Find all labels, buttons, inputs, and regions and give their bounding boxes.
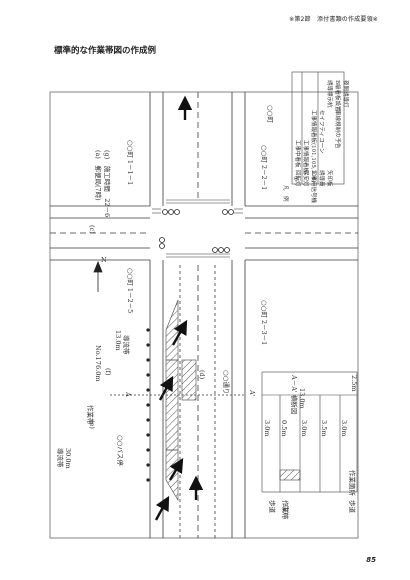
label-sign-no: No.17 (94, 345, 102, 365)
legend-row: 工事用信号機 (310, 170, 318, 204)
label-bldg-a: (a) 郵便局(7時) (94, 150, 103, 201)
traffic-signals (159, 209, 234, 253)
page-number: 85 (366, 556, 376, 564)
north-arrow (93, 260, 103, 292)
legend-right: 誘導標示杭 (326, 80, 334, 108)
label-north: N (101, 256, 107, 264)
cross-work: 作業帯 (281, 500, 290, 520)
main-road (149, 92, 246, 538)
label-guide-zone: 導流帯 (56, 448, 65, 468)
legend-row: セイフティコーン (318, 110, 325, 154)
cross-dim-3: 3.5m (320, 420, 328, 437)
guide-zone (165, 299, 179, 361)
legend-row: 車線規制の予告 (334, 110, 342, 149)
traffic-arrows (154, 95, 204, 521)
label-cho-top: ○○町 (266, 105, 274, 123)
label-fig-e: (e) (88, 420, 96, 429)
cone-line (146, 328, 150, 482)
legend-row: 工事情報看板 (302, 140, 310, 174)
legend-row: 工事中看板 (294, 140, 302, 168)
legend-right: 夜間誘導灯 (342, 80, 350, 108)
cross-section (261, 371, 358, 493)
label-chome-d: ○○町 2－3－1 (260, 300, 268, 345)
label-dim-13: 13.0m (114, 330, 122, 351)
legend-text: 凡 例 ① 工事中看板 工事情報看板 工事情報看板(101,105,106) 回… (282, 80, 350, 204)
legend-right: B級看板設置 (334, 80, 342, 112)
label-work-zone: 作業帯 (86, 405, 95, 425)
work-zone-hatch (165, 359, 179, 451)
label-bldg-sub: (g) 施工時間 22－6 (103, 150, 112, 217)
work-zone-hatch-2 (181, 359, 197, 401)
legend-row: 工事情報看板(101,105,106) (310, 110, 318, 182)
cross-note: 作業箇所 (348, 470, 357, 497)
cross-road (50, 205, 358, 261)
cross-dim-1: 0.5m (280, 420, 288, 437)
cross-dim-5: 2.5m (350, 375, 358, 392)
label-dim-30: 30.0m (64, 448, 72, 469)
label-fig-f: (f) (104, 368, 112, 376)
legend-row: 回転灯 (294, 170, 302, 187)
legend-row: ① (292, 176, 299, 181)
label-street: ○○通り (222, 370, 231, 394)
label-chome-b: ○○町 2－2－1 (260, 145, 268, 190)
page-title: 標準的な作業帯図の作成例 (54, 46, 157, 56)
legend-row: 保安灯 (302, 170, 310, 187)
label-fig-c: (c) (88, 225, 96, 234)
section-header: ※第2節 添付書類の作成要領※ (289, 16, 378, 23)
label-guide-zone-2: 導流帯 (122, 335, 131, 355)
label-fig-b: (b) (282, 505, 290, 515)
label-chome-a: ○○町 1－1－1 (126, 140, 134, 185)
drawing-frame (49, 91, 359, 539)
label-section-a2: A' (248, 389, 256, 397)
label-fig-d: (d) (198, 370, 206, 380)
cross-sidewalk-left: 歩道 (268, 500, 277, 514)
label-section-a: A (124, 391, 132, 397)
cross-dim-0: 3.0m (263, 420, 271, 437)
legend-row: 誘導員 (318, 170, 326, 187)
legend-box (291, 71, 345, 185)
cross-dim-4: 3.0m (340, 420, 348, 437)
cross-dim-2: 3.0m (300, 420, 308, 437)
crosswalks (152, 199, 243, 258)
cross-section-title: A－A' 横断図 (290, 374, 299, 414)
legend-title: 凡 例 (282, 185, 290, 202)
label-bus-stop: ○○バス停 (116, 435, 125, 466)
label-chome-c: ○○町 1－2－5 (126, 268, 134, 313)
cross-section-total: 13.0m (298, 388, 306, 409)
cross-sidewalk-right: 歩道 (348, 500, 357, 514)
legend-row: 矢印板 (326, 170, 334, 187)
label-dim-6: 6.0m (94, 365, 102, 382)
